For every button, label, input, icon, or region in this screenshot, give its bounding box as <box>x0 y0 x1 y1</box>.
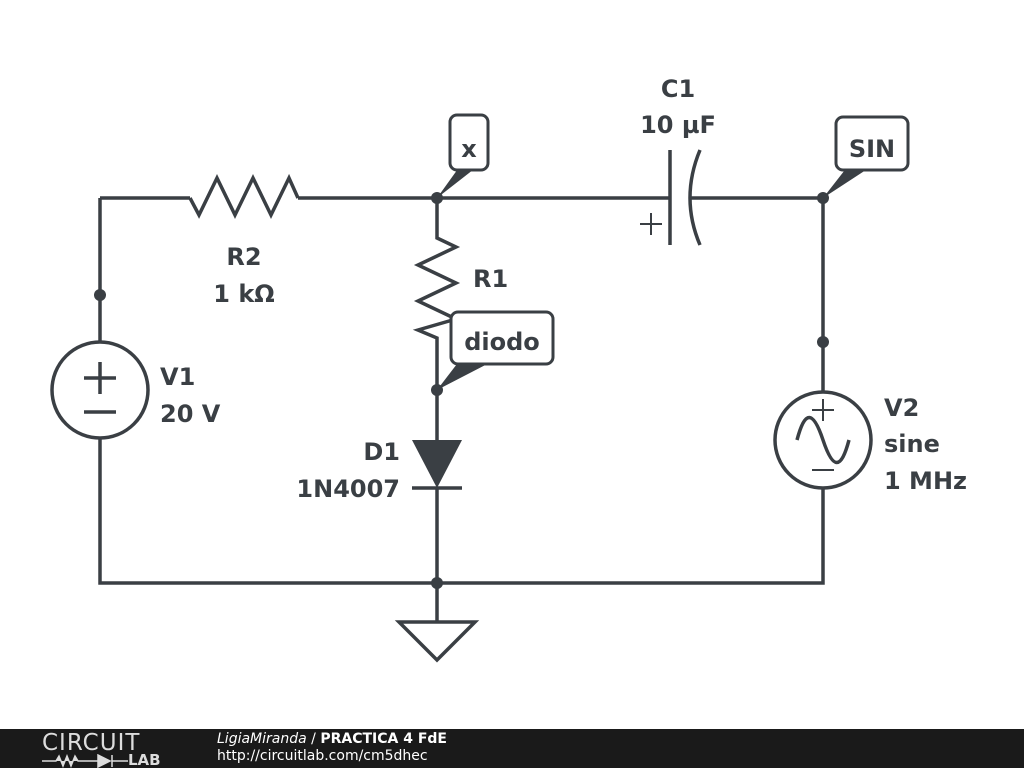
circuit-url[interactable]: http://circuitlab.com/cm5dhec <box>217 748 428 764</box>
d1-name: D1 <box>363 438 400 466</box>
resistor-r2 <box>188 173 300 220</box>
circuitlab-logo[interactable]: CIRCUIT LAB <box>42 730 161 769</box>
r2-value: 1 kΩ <box>213 280 274 308</box>
node-label-diodo: diodo <box>464 328 540 356</box>
resistor-r1 <box>412 198 461 440</box>
ground-icon <box>394 620 480 663</box>
label-pointer <box>437 360 495 390</box>
c1-name: C1 <box>661 75 695 103</box>
v2-type: sine <box>884 430 940 458</box>
separator: / <box>306 731 321 747</box>
node-label-x: x <box>461 135 477 163</box>
circuit-title: PRACTICA 4 FdE <box>320 731 447 747</box>
label-pointer <box>823 166 872 198</box>
node-label-sin-box <box>834 115 910 172</box>
node-dot <box>94 289 106 301</box>
source-v2 <box>773 390 873 490</box>
v1-name: V1 <box>160 363 195 391</box>
sine-icon <box>795 416 851 464</box>
r1-name: R1 <box>473 265 508 293</box>
logo-text: CIRCUIT <box>42 730 141 756</box>
diode-triangle <box>412 440 462 488</box>
wire-left <box>98 198 825 585</box>
r2-name: R2 <box>226 243 261 271</box>
node-label-sin: SIN <box>849 135 895 163</box>
plus-icon <box>812 399 834 471</box>
footer: CIRCUIT LAB LigiaMiranda / PRACTICA 4 Fd… <box>0 729 1024 769</box>
source-v1 <box>50 340 150 440</box>
node-label-x-box <box>448 113 490 172</box>
circuit-meta: LigiaMiranda / PRACTICA 4 FdE http://cir… <box>217 731 447 765</box>
capacitor-plus-icon <box>640 213 662 235</box>
capacitor-plate-curved <box>688 149 702 246</box>
plus-icon <box>84 362 116 394</box>
v2-frequency: 1 MHz <box>884 467 967 495</box>
resistor-diode-icon <box>42 754 128 768</box>
node-label-diodo-box <box>449 310 555 366</box>
d1-value: 1N4007 <box>296 475 400 503</box>
node-dot <box>431 577 443 589</box>
logo-lab: LAB <box>128 751 161 769</box>
v1-value: 20 V <box>160 400 221 428</box>
c1-value: 10 µF <box>640 111 716 139</box>
node-dot <box>817 336 829 348</box>
author-link[interactable]: LigiaMiranda <box>217 731 307 747</box>
v2-name: V2 <box>884 394 919 422</box>
schematic: x SIN diodo R2 1 kΩ R1 C1 10 µF V1 20 V … <box>50 75 967 663</box>
label-pointer <box>437 166 478 198</box>
